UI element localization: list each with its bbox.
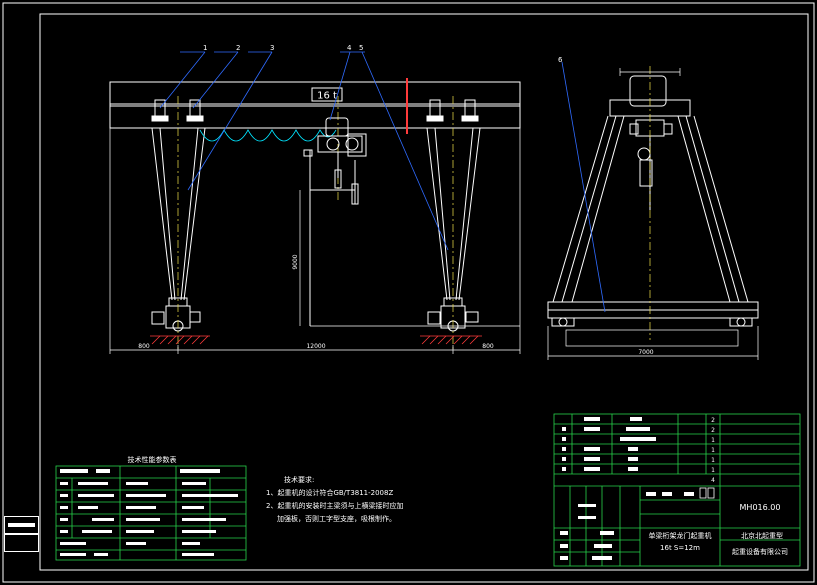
product-name: 单梁桁架龙门起重机: [649, 531, 712, 540]
svg-text:16 t: 16 t: [317, 91, 337, 102]
tech-requirements-title: 技术要求:: [284, 475, 314, 484]
revision-digits: 2 2 1 1 1 1 4: [711, 417, 715, 484]
side-tab-1-bar: [8, 523, 35, 527]
svg-text:800: 800: [138, 343, 150, 350]
title-block-cell-marks: [560, 417, 715, 560]
svg-text:1: 1: [203, 44, 207, 52]
params-table-cell-marks: [60, 469, 238, 556]
ground-hatch: [150, 335, 482, 345]
side-dimension-bottom: 7000: [638, 349, 653, 356]
side-callout-leader: [561, 61, 606, 313]
tech-requirement-1: 1、起重机的设计符合GB/T3811-2008Z: [266, 488, 393, 497]
svg-text:4: 4: [347, 44, 352, 52]
svg-text:1: 1: [711, 437, 715, 444]
load-label: 16 t: [311, 87, 343, 102]
front-dimension-text: 800 12000 800 9000: [138, 254, 494, 350]
params-table: 技术性能参数表: [55, 455, 247, 561]
side-tab-1[interactable]: [4, 516, 39, 534]
svg-text:4: 4: [711, 477, 715, 484]
svg-text:12000: 12000: [306, 343, 325, 350]
svg-text:5: 5: [359, 44, 363, 52]
svg-text:1: 1: [711, 447, 715, 454]
front-view: 16 t 800 12000: [109, 44, 521, 354]
tech-requirements: 技术要求: 1、起重机的设计符合GB/T3811-2008Z 2、起重机的安装时…: [266, 475, 403, 523]
side-tab-2[interactable]: [4, 534, 39, 552]
side-frame: [547, 75, 759, 327]
front-dimensions: [109, 128, 521, 354]
company-name-line2: 起重设备有限公司: [732, 547, 788, 556]
drawing-number: MH016.00: [740, 503, 781, 512]
company-name-line1: 北京北起重型: [741, 531, 783, 540]
svg-text:2: 2: [236, 44, 240, 52]
svg-text:技术性能参数表: 技术性能参数表: [128, 455, 177, 464]
side-view: 7000 6: [547, 56, 759, 360]
title-block: 2 2 1 1 1 1 4 MH016.00 单梁桁架龙门起重机 16t S=1…: [553, 413, 801, 567]
girder-supports: [151, 99, 479, 122]
callout-numbers: 1 2 3 4 5: [203, 44, 363, 52]
tech-requirement-2: 2、起重机的安装时主梁须与上横梁接时应加: [266, 501, 403, 510]
power-cable: [199, 129, 337, 142]
svg-text:2: 2: [711, 427, 715, 434]
svg-text:1: 1: [711, 467, 715, 474]
callout-leaders: [159, 51, 449, 251]
product-spec: 16t S=12m: [660, 544, 700, 552]
side-callout-number: 6: [558, 56, 563, 64]
electric-hoist: [303, 117, 367, 326]
svg-text:800: 800: [482, 343, 494, 350]
svg-text:3: 3: [270, 44, 274, 52]
svg-text:9000: 9000: [292, 254, 299, 269]
svg-text:2: 2: [711, 417, 715, 424]
svg-text:1: 1: [711, 457, 715, 464]
tech-requirement-2-cont: 加强板，否则工字型支座，吸根制作。: [277, 514, 396, 523]
side-dimensions: [547, 68, 759, 360]
